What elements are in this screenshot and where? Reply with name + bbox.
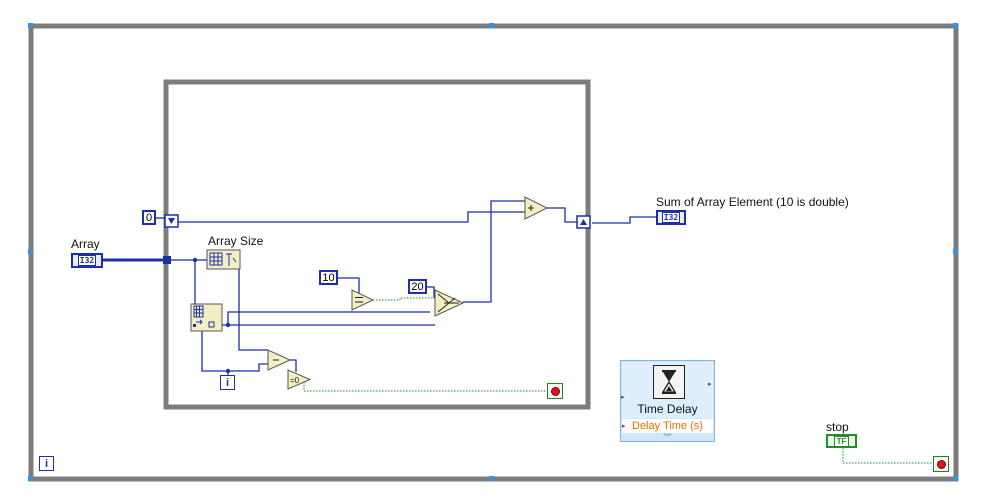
initial-zero-constant[interactable]: 0 bbox=[142, 210, 156, 225]
left-arrow-icon: ▸ bbox=[621, 394, 625, 401]
outer-iteration-terminal[interactable]: i bbox=[39, 456, 54, 471]
loop-selection-handles bbox=[28, 23, 958, 481]
sum-indicator-label: Sum of Array Element (10 is double) bbox=[656, 195, 849, 209]
shift-register-left[interactable] bbox=[164, 214, 179, 228]
delay-time-label: Delay Time (s) bbox=[632, 420, 703, 432]
stop-type-badge: TF bbox=[833, 435, 850, 447]
param-arrow-icon: ▸ bbox=[622, 423, 626, 430]
array-size-node[interactable] bbox=[206, 249, 241, 270]
right-arrow-icon: ▸ bbox=[708, 381, 712, 388]
equal-node[interactable] bbox=[351, 289, 375, 311]
svg-text:=0: =0 bbox=[290, 376, 300, 385]
array-tunnel[interactable] bbox=[163, 256, 171, 264]
outer-while-loop[interactable] bbox=[28, 23, 959, 482]
expand-chevron-icon[interactable]: ︾ bbox=[663, 433, 672, 442]
delay-time-input[interactable]: Delay Time (s) bbox=[622, 419, 713, 433]
array-size-label: Array Size bbox=[208, 234, 264, 248]
wire-junctions bbox=[192, 257, 231, 374]
inner-while-loop[interactable] bbox=[163, 79, 591, 410]
outer-loop-condition[interactable] bbox=[933, 456, 949, 472]
hourglass-icon bbox=[653, 365, 685, 399]
shift-register-right[interactable] bbox=[576, 215, 591, 229]
stop-label: stop bbox=[826, 420, 849, 434]
ten-constant[interactable]: 10 bbox=[319, 270, 338, 285]
express-title: Time Delay bbox=[637, 402, 698, 416]
array-type-badge: I32 bbox=[77, 255, 97, 266]
array-terminal[interactable]: I32 bbox=[71, 253, 103, 268]
time-delay-express-vi[interactable]: Time Delay Delay Time (s) ︾ bbox=[620, 360, 715, 442]
equal-zero-node[interactable]: =0 bbox=[287, 369, 312, 390]
sum-type-badge: I32 bbox=[661, 212, 681, 223]
select-node[interactable] bbox=[434, 289, 465, 317]
stop-terminal[interactable]: TF bbox=[826, 434, 857, 448]
index-array-node[interactable] bbox=[190, 303, 223, 332]
array-label: Array bbox=[71, 237, 100, 251]
sum-indicator-terminal[interactable]: I32 bbox=[656, 210, 686, 225]
twenty-constant[interactable]: 20 bbox=[408, 279, 427, 294]
inner-loop-condition[interactable] bbox=[547, 383, 563, 399]
subtract-node[interactable] bbox=[267, 349, 292, 371]
integer-wires bbox=[103, 200, 656, 380]
inner-iteration-terminal[interactable]: i bbox=[220, 375, 235, 390]
add-node[interactable] bbox=[524, 196, 549, 220]
